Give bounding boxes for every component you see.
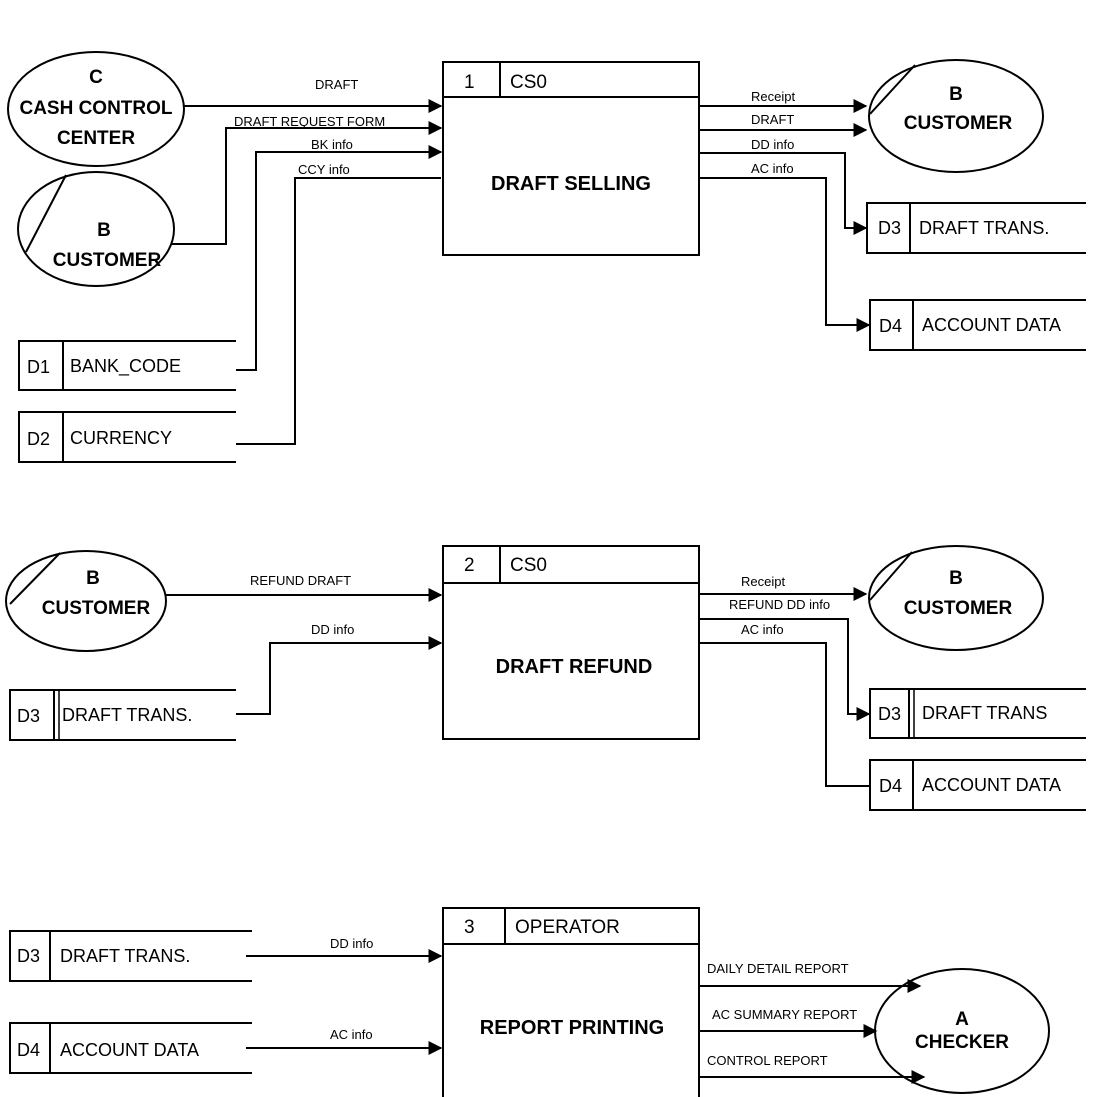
store-name: BANK_CODE: [70, 356, 181, 377]
store-name: ACCOUNT DATA: [922, 775, 1061, 795]
store-d2-currency: D2 CURRENCY: [18, 411, 236, 463]
entity-name: CUSTOMER: [904, 113, 1013, 134]
store-name: DRAFT TRANS: [922, 703, 1047, 723]
flow-label-daily-detail-report: DAILY DETAIL REPORT: [707, 961, 849, 976]
entity-name-line1: CASH CONTROL: [19, 98, 172, 119]
store-name: DRAFT TRANS.: [62, 705, 192, 725]
flow-label-ac-info-p3: AC info: [330, 1027, 373, 1042]
process-2-draft-refund: 2 CS0 DRAFT REFUND: [442, 545, 700, 740]
entity-name: CHECKER: [915, 1032, 1009, 1053]
entity-code: B: [949, 84, 963, 105]
flows-p1-in: DRAFT DRAFT REQUEST FORM BK info CCY inf…: [172, 77, 443, 445]
entity-customer-right-top: B CUSTOMER: [868, 59, 1044, 173]
process-3-report-printing: 3 OPERATOR REPORT PRINTING: [442, 907, 700, 1097]
entity-code: B: [86, 568, 100, 589]
store-name: ACCOUNT DATA: [922, 315, 1061, 335]
flow-line: [236, 145, 443, 371]
store-d3-draft-trans-right-mid: D3 DRAFT TRANS: [869, 688, 1086, 739]
process-3-owner: OPERATOR: [515, 917, 620, 938]
flow-line: [699, 177, 871, 332]
process-1-name: DRAFT SELLING: [491, 173, 651, 195]
flows-p1-out: Receipt DRAFT DD info AC info: [699, 89, 871, 332]
flow-label-ac-info-p2: AC info: [741, 622, 784, 637]
store-d1-bank-code: D1 BANK_CODE: [18, 340, 236, 391]
flow-label-draft: DRAFT: [315, 77, 358, 92]
store-name: CURRENCY: [70, 428, 172, 448]
store-name: DRAFT TRANS.: [60, 946, 190, 966]
process-2-owner: CS0: [510, 555, 547, 576]
store-d4-account-data-right-top: D4 ACCOUNT DATA: [869, 299, 1086, 351]
store-id: D2: [27, 429, 50, 449]
store-id: D4: [879, 776, 902, 796]
flow-line: [699, 152, 868, 235]
store-d3-draft-trans-bottom: D3 DRAFT TRANS.: [9, 930, 252, 982]
flow-label-draft-request-form: DRAFT REQUEST FORM: [234, 114, 385, 129]
flow-line: [236, 636, 443, 715]
store-name: DRAFT TRANS.: [919, 218, 1049, 238]
flow-label-refund-draft: REFUND DRAFT: [250, 573, 351, 588]
store-id: D4: [17, 1040, 40, 1060]
entity-customer-left-mid: B CUSTOMER: [5, 550, 167, 652]
store-d3-draft-trans-left-mid: D3 DRAFT TRANS.: [9, 689, 236, 741]
flow-label-receipt: Receipt: [751, 89, 795, 104]
flow-label-ac-summary-report: AC SUMMARY REPORT: [712, 1007, 857, 1022]
store-id: D3: [878, 704, 901, 724]
flow-label-dd-info-p2: DD info: [311, 622, 354, 637]
store-id: D3: [17, 706, 40, 726]
entity-name: CUSTOMER: [904, 598, 1013, 619]
store-id: D3: [878, 218, 901, 238]
flow-label-draft-out: DRAFT: [751, 112, 794, 127]
entity-checker: A CHECKER: [874, 968, 1050, 1094]
flows-p2-out: Receipt REFUND DD info AC info: [699, 574, 871, 787]
flow-label-ac-info: AC info: [751, 161, 794, 176]
store-name: ACCOUNT DATA: [60, 1040, 199, 1060]
store-id: D1: [27, 357, 50, 377]
flow-line: [236, 177, 441, 445]
process-1-owner: CS0: [510, 72, 547, 93]
flow-label-control-report: CONTROL REPORT: [707, 1053, 828, 1068]
flow-label-receipt-p2: Receipt: [741, 574, 785, 589]
store-d3-draft-trans-right-top: D3 DRAFT TRANS.: [866, 202, 1086, 254]
process-2-number: 2: [464, 555, 475, 576]
entity-code: A: [955, 1009, 969, 1030]
process-1-number: 1: [464, 72, 475, 93]
flow-line: [699, 642, 870, 787]
store-d4-account-data-bottom: D4 ACCOUNT DATA: [9, 1022, 252, 1074]
entity-name-line2: CENTER: [57, 128, 135, 149]
process-2-name: DRAFT REFUND: [496, 656, 653, 678]
process-1-draft-selling: 1 CS0 DRAFT SELLING: [442, 61, 700, 256]
entity-code: B: [949, 568, 963, 589]
flow-label-bk-info: BK info: [311, 137, 353, 152]
flows-p3: DD info AC info DAILY DETAIL REPORT AC S…: [246, 936, 926, 1084]
flow-label-refund-dd-info: REFUND DD info: [729, 597, 830, 612]
entity-name: CUSTOMER: [53, 250, 162, 271]
process-3-number: 3: [464, 917, 475, 938]
store-d4-account-data-right-mid: D4 ACCOUNT DATA: [869, 759, 1086, 811]
store-id: D3: [17, 946, 40, 966]
entity-code: B: [97, 220, 111, 241]
flow-line: [172, 121, 443, 245]
process-3-name: REPORT PRINTING: [480, 1017, 664, 1039]
entity-name: CUSTOMER: [42, 598, 151, 619]
flow-label-dd-info: DD info: [751, 137, 794, 152]
flows-p2-in: REFUND DRAFT DD info: [166, 573, 443, 715]
entity-customer-left-top: B CUSTOMER: [17, 171, 175, 287]
entity-customer-right-mid: B CUSTOMER: [868, 545, 1044, 651]
flow-line: [699, 618, 871, 721]
flow-label-ccy-info: CCY info: [298, 162, 350, 177]
store-id: D4: [879, 316, 902, 336]
entity-cash-control-center: C CASH CONTROL CENTER: [7, 51, 185, 167]
flow-label-dd-info-p3: DD info: [330, 936, 373, 951]
entity-code: C: [89, 67, 103, 88]
